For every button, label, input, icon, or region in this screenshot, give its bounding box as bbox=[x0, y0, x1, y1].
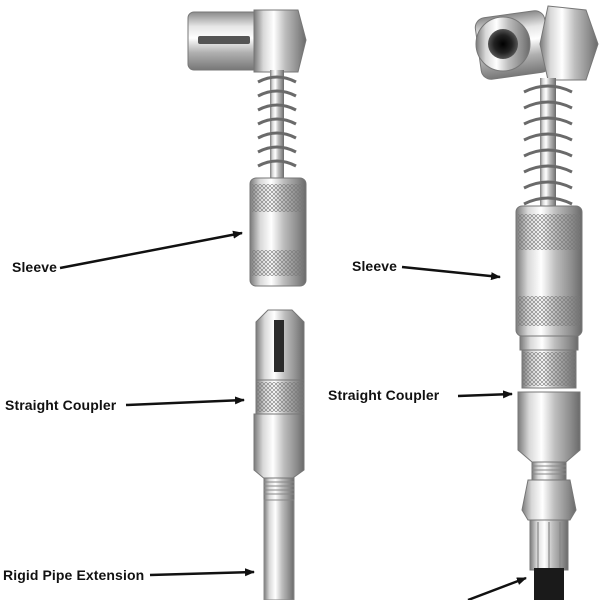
arrow-left-pipe bbox=[149, 568, 255, 577]
left-sleeve-knurl-bottom bbox=[252, 250, 304, 276]
arrow-right-sleeve bbox=[401, 265, 501, 281]
arrow-right-hose bbox=[467, 576, 527, 600]
left-thread bbox=[263, 477, 295, 501]
label-left-sleeve: Sleeve bbox=[12, 259, 57, 275]
label-left-straight-coupler: Straight Coupler bbox=[5, 397, 117, 413]
right-spring bbox=[523, 78, 573, 210]
right-sleeve-knurl-bottom bbox=[518, 296, 580, 326]
left-coupler-assembly bbox=[187, 9, 307, 600]
right-sleeve-knurl-top bbox=[518, 214, 580, 250]
label-rigid-pipe-extension: Rigid Pipe Extension bbox=[3, 567, 145, 583]
left-rigid-pipe bbox=[263, 499, 295, 600]
label-right-straight-coupler: Straight Coupler bbox=[328, 387, 440, 403]
right-head-hex bbox=[539, 5, 599, 81]
right-head bbox=[474, 5, 599, 81]
arrow-left-coupler bbox=[125, 396, 245, 407]
right-coupler-knurl-pattern bbox=[522, 352, 576, 386]
right-hose bbox=[534, 568, 564, 600]
left-spring bbox=[257, 70, 297, 180]
left-sleeve-knurl-top bbox=[252, 184, 304, 212]
right-coupler-hex bbox=[517, 391, 581, 463]
left-coupler-hex bbox=[253, 413, 305, 481]
right-hose-fitting bbox=[521, 479, 577, 521]
label-right-sleeve: Sleeve bbox=[352, 258, 397, 274]
callout-arrows bbox=[59, 230, 527, 600]
right-coupler-assembly bbox=[474, 5, 599, 600]
left-coupler-knurl-pattern bbox=[256, 382, 304, 412]
right-head-nozzle-hole bbox=[488, 29, 518, 59]
left-head-slot bbox=[198, 36, 250, 44]
left-head-hex bbox=[253, 9, 307, 73]
arrow-left-sleeve bbox=[59, 230, 243, 270]
left-coupler-slot bbox=[274, 320, 284, 372]
right-hose-crimp-lines bbox=[537, 522, 561, 568]
arrow-right-coupler bbox=[457, 390, 513, 399]
right-thread bbox=[531, 461, 567, 481]
right-coupler-collar bbox=[519, 335, 579, 351]
